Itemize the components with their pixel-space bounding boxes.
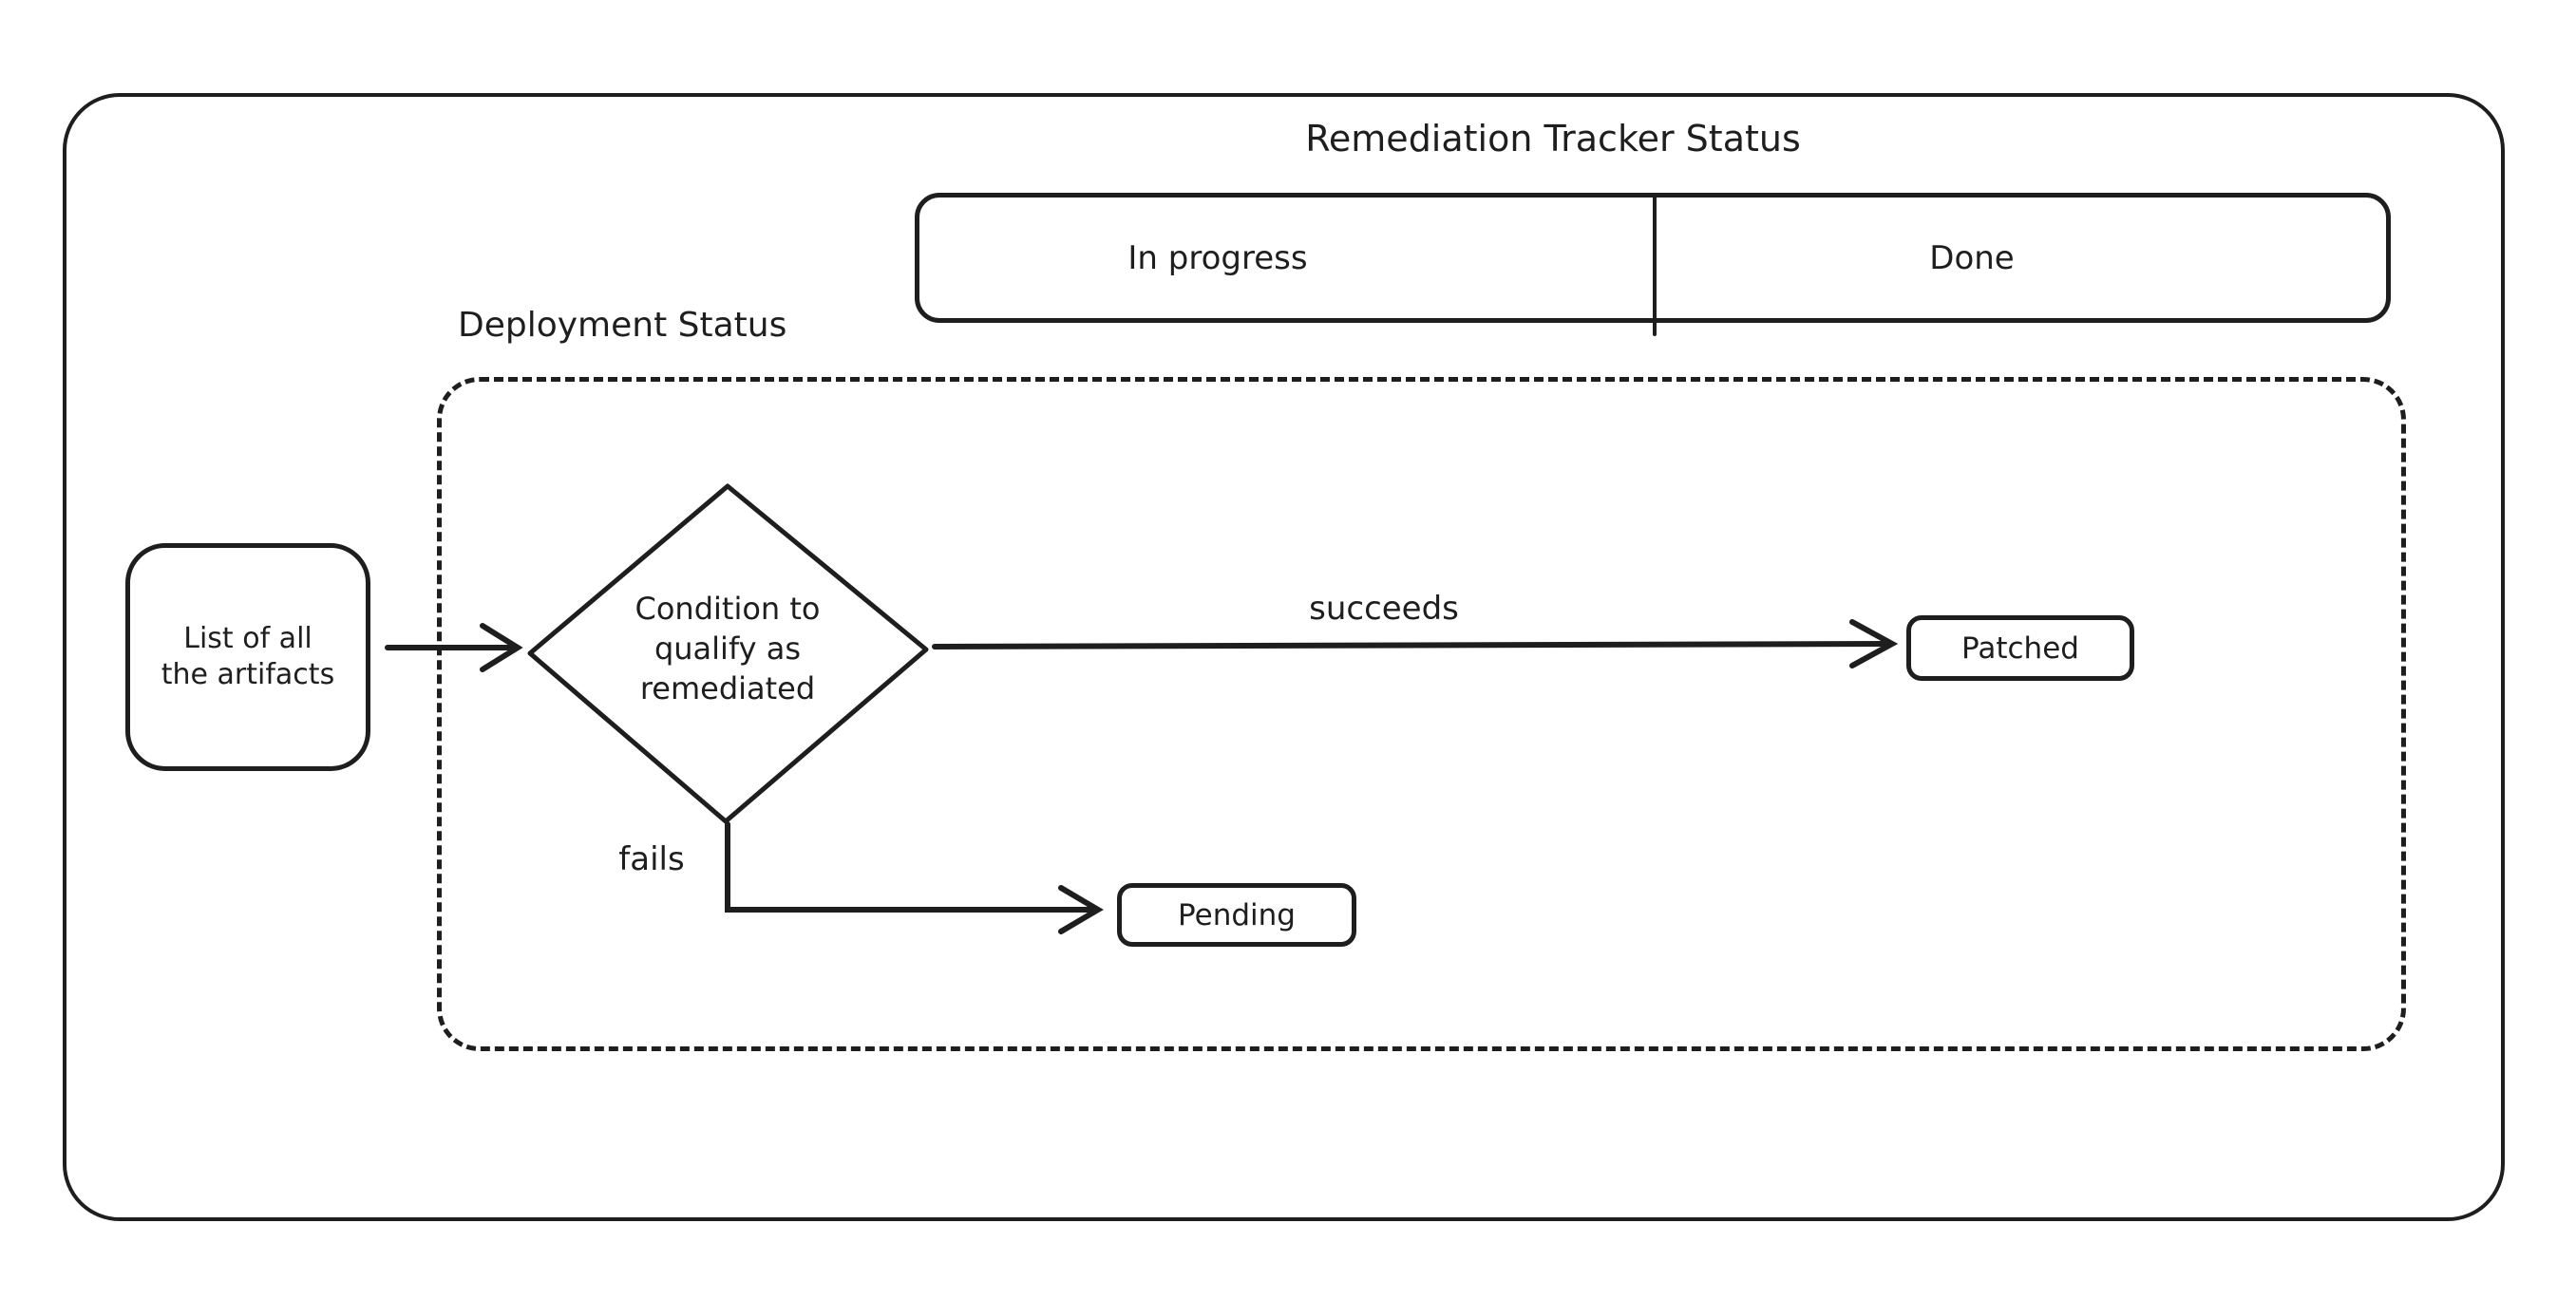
patched-node-label: Patched [1961,631,2079,666]
fails-edge-label: fails [618,840,685,878]
pending-node[interactable]: Pending [1117,883,1356,947]
artifacts-node-label: List of all the artifacts [161,622,335,691]
tracker-title: Remediation Tracker Status [1305,118,1801,160]
decision-node-label: Condition to qualify as remediated [635,591,821,706]
tracker-column-done: Done [1929,239,2015,277]
patched-node[interactable]: Patched [1906,615,2134,681]
pending-node-label: Pending [1178,897,1296,932]
tracker-column-in-progress: In progress [1127,239,1308,277]
deployment-region-label: Deployment Status [458,306,787,345]
succeeds-edge-label: succeeds [1309,590,1459,628]
artifacts-node[interactable]: List of all the artifacts [125,543,370,771]
deployment-region [437,377,2406,1051]
